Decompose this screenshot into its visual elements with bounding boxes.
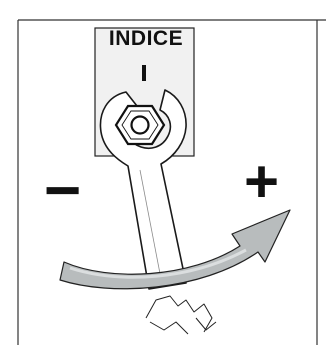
index-tick-mark: [142, 65, 146, 81]
hand-icon: [146, 296, 216, 334]
hex-nut-icon: [116, 106, 164, 144]
index-label: INDICE: [96, 28, 196, 49]
increase-symbol: +: [244, 152, 279, 212]
decrease-symbol: −: [44, 158, 81, 222]
